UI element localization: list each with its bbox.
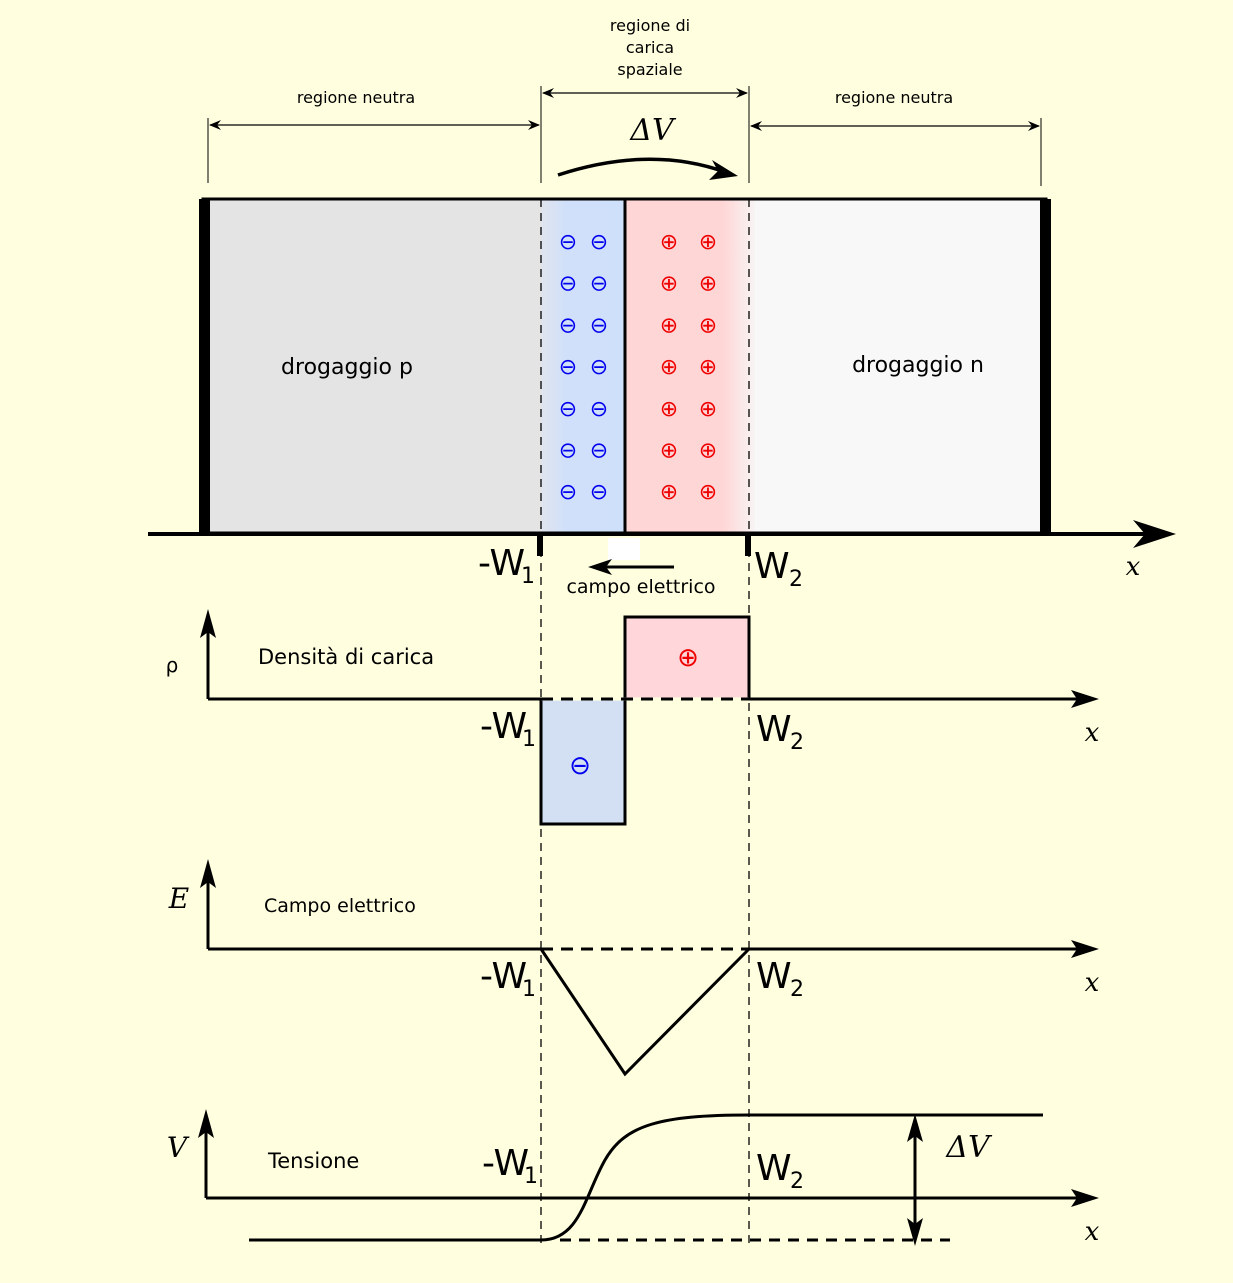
field-axis-label: E: [168, 882, 189, 915]
voltage-w2-text: W: [756, 1148, 792, 1189]
negative-charge-icon: ⊖: [590, 397, 608, 422]
junction-w2-label: W 2: [754, 546, 803, 592]
charge-axis-label: ρ: [166, 653, 179, 677]
charge-density-plot: ρ Densità di carica x ⊖ ⊕ -W 1 W 2: [166, 609, 1100, 826]
w1-tick: [537, 534, 543, 556]
w2-subscript: 2: [789, 567, 803, 592]
positive-charge-icon: ⊕: [660, 439, 678, 464]
negative-charge-block: [539, 697, 627, 826]
delta-v-up-arrowhead-icon: [907, 1114, 923, 1142]
positive-charge-icon: ⊕: [660, 397, 678, 422]
charge-x-axis-label: x: [1085, 718, 1100, 748]
field-title: Campo elettrico: [264, 895, 416, 917]
electric-field-arrowhead-icon: [588, 559, 612, 575]
negative-charge-icon: ⊖: [559, 313, 577, 338]
right-contact: [1040, 199, 1051, 535]
voltage-w2-subscript: 2: [790, 1169, 804, 1194]
positive-charge-icon: ⊕: [660, 313, 678, 338]
positive-charge-block: [623, 615, 751, 701]
w2-tick: [745, 534, 751, 556]
positive-charge-icon: ⊕: [660, 355, 678, 380]
w2-text: W: [754, 546, 790, 587]
field-x-axis-label: x: [1085, 968, 1100, 998]
positive-charge-icon: ⊕: [699, 313, 717, 338]
charge-w2-subscript: 2: [790, 730, 804, 755]
delta-v-curved-arrow: [557, 157, 726, 177]
negative-charge-icon: ⊖: [590, 439, 608, 464]
junction-x-axis-label: x: [1126, 552, 1141, 582]
w1-text: -W: [478, 543, 525, 584]
junction-block: drogaggio p drogaggio n ⊖ ⊖ ⊕ ⊕ ⊖ ⊖ ⊕ ⊕ ⊖ ⊖ ⊕ ⊕ ⊖ ⊖ ⊕ ⊕…: [199, 197, 1051, 535]
electric-field-label: campo elettrico: [566, 576, 715, 598]
voltage-axis-label: V: [167, 1131, 190, 1164]
space-charge-label-line1: regione di: [610, 16, 690, 35]
charge-w1-text: -W: [480, 706, 527, 747]
left-contact: [199, 199, 210, 535]
top-delta-v-label: ΔV: [629, 113, 677, 148]
p-doping-label: drogaggio p: [281, 355, 413, 380]
p-region: [203, 199, 541, 533]
field-w1-text: -W: [480, 956, 527, 997]
voltage-delta-v-label: ΔV: [945, 1130, 993, 1165]
negative-charge-icon: ⊖: [559, 355, 577, 380]
junction-x-axis-arrowhead-icon: [1133, 520, 1176, 548]
voltage-w1-subscript: 1: [524, 1164, 538, 1189]
positive-charge-icon: ⊕: [699, 230, 717, 255]
negative-charge-icon: ⊖: [559, 480, 577, 505]
charge-x-arrowhead-icon: [1071, 690, 1099, 708]
positive-charge-icon: ⊕: [660, 230, 678, 255]
negative-charge-icon: ⊖: [590, 355, 608, 380]
negative-charge-icon: ⊖: [590, 313, 608, 338]
n-region: [755, 199, 1045, 533]
charge-w1-subscript: 1: [522, 727, 536, 752]
positive-charge-icon: ⊕: [699, 439, 717, 464]
field-w1-subscript: 1: [522, 977, 536, 1002]
space-charge-label-line2: carica: [626, 38, 674, 57]
voltage-y-arrowhead-icon: [198, 1109, 214, 1138]
positive-charge-icon: ⊕: [660, 480, 678, 505]
region-annotations: regione neutra regione neutra regione di…: [207, 16, 1042, 186]
negative-depletion-region: [541, 199, 625, 533]
right-neutral-label: regione neutra: [835, 88, 953, 107]
charge-positive-symbol: ⊕: [677, 643, 699, 673]
white-patch: [608, 538, 640, 560]
field-x-arrowhead-icon: [1071, 940, 1099, 958]
negative-charge-icon: ⊖: [559, 230, 577, 255]
negative-charge-icon: ⊖: [559, 272, 577, 297]
charge-negative-symbol: ⊖: [569, 751, 591, 781]
delta-v-down-arrowhead-icon: [907, 1218, 923, 1246]
positive-charge-icon: ⊕: [660, 272, 678, 297]
field-profile-line: [539, 947, 751, 1077]
voltage-w1-text: -W: [482, 1143, 529, 1184]
w1-subscript: 1: [521, 564, 535, 589]
negative-charge-icon: ⊖: [590, 272, 608, 297]
voltage-x-axis-label: x: [1085, 1217, 1100, 1247]
negative-charge-icon: ⊖: [590, 230, 608, 255]
field-w2-subscript: 2: [790, 977, 804, 1002]
field-y-arrowhead-icon: [200, 859, 216, 888]
negative-charge-icon: ⊖: [559, 439, 577, 464]
charge-title: Densità di carica: [258, 645, 434, 669]
left-neutral-label: regione neutra: [297, 88, 415, 107]
positive-charge-icon: ⊕: [699, 397, 717, 422]
positive-charge-icon: ⊕: [699, 272, 717, 297]
negative-charge-icon: ⊖: [590, 480, 608, 505]
field-w2-text: W: [756, 956, 792, 997]
voltage-x-arrowhead-icon: [1071, 1189, 1099, 1207]
n-doping-label: drogaggio n: [852, 353, 984, 378]
voltage-plot: ΔV V Tensione x -W 1 W 2: [167, 1109, 1100, 1247]
voltage-title: Tensione: [267, 1149, 359, 1173]
charge-symbols: ⊖ ⊖ ⊕ ⊕ ⊖ ⊖ ⊕ ⊕ ⊖ ⊖ ⊕ ⊕ ⊖ ⊖ ⊕ ⊕ ⊖ ⊖ ⊕ ⊕ ⊖ ⊖ ⊕ ⊕ ⊖ ⊖ ⊕ ⊕: [559, 230, 717, 505]
positive-depletion-region: [625, 199, 755, 533]
negative-charge-icon: ⊖: [559, 397, 577, 422]
positive-charge-icon: ⊕: [699, 355, 717, 380]
space-charge-label-line3: spaziale: [617, 60, 682, 79]
delta-v-arrowhead-icon: [709, 160, 738, 180]
electric-field-plot: E Campo elettrico x -W 1 W 2: [168, 859, 1100, 1077]
junction-w1-label: -W 1: [478, 543, 535, 589]
positive-charge-icon: ⊕: [699, 480, 717, 505]
charge-w2-text: W: [756, 709, 792, 750]
charge-y-arrowhead-icon: [200, 609, 216, 638]
voltage-profile-curve: [249, 1113, 1043, 1242]
